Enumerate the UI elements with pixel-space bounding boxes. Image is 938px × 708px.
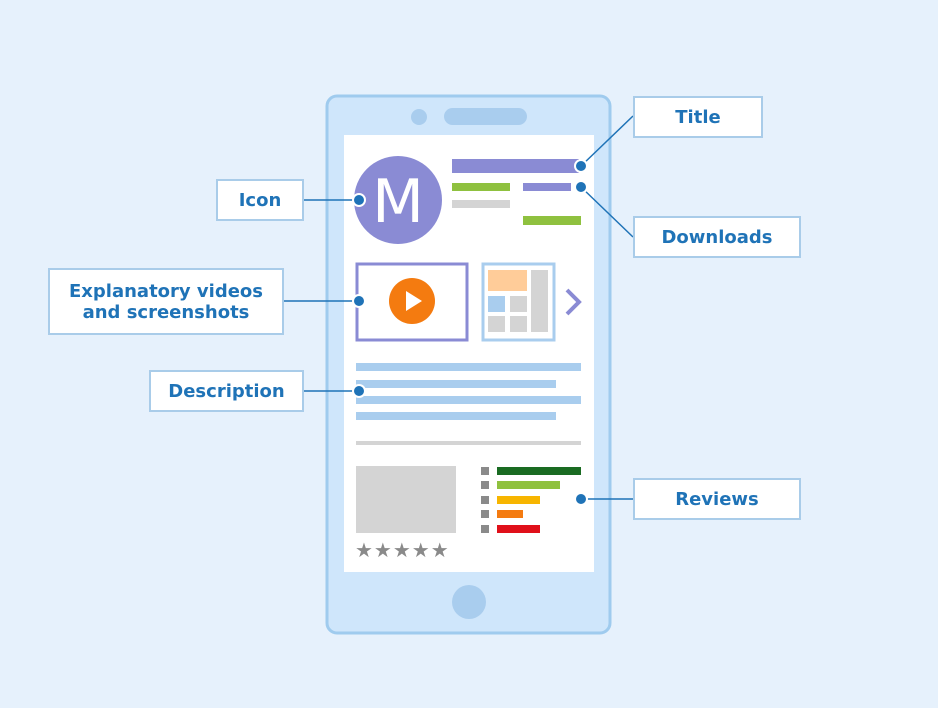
callout-icon: Icon (216, 179, 304, 221)
callout-reviews-text: Reviews (675, 488, 759, 510)
dot-media (352, 294, 366, 308)
review-bar-3 (497, 496, 540, 504)
phone-home-button (452, 585, 486, 619)
screenshot-block-gray-3 (510, 316, 527, 332)
screenshot-block-blue (488, 296, 505, 312)
rating-stars-icon: ★★★★★ (355, 538, 450, 562)
review-row-marker-2 (481, 510, 489, 518)
screenshot-block-sidebar (531, 270, 548, 332)
callout-media-text: Explanatory videos and screenshots (69, 280, 263, 323)
play-triangle-icon (406, 291, 422, 311)
app-icon (354, 156, 442, 244)
phone-speaker (444, 108, 527, 125)
callout-media: Explanatory videos and screenshots (48, 268, 284, 335)
connector-downloads (580, 186, 634, 238)
app-icon-letter: M (372, 167, 424, 237)
callout-reviews: Reviews (633, 478, 801, 520)
downloads-bar (523, 183, 571, 191)
dot-downloads (574, 180, 588, 194)
review-row-marker-5 (481, 467, 489, 475)
description-line-2 (356, 380, 556, 388)
review-row-marker-1 (481, 525, 489, 533)
review-row-marker-3 (481, 496, 489, 504)
callout-description-text: Description (168, 380, 285, 402)
description-line-4 (356, 412, 556, 420)
callout-icon-text: Icon (238, 189, 282, 211)
phone-camera (411, 109, 427, 125)
callout-title: Title (633, 96, 763, 138)
callout-downloads: Downloads (633, 216, 801, 258)
dot-icon (352, 193, 366, 207)
description-line-1 (356, 363, 581, 371)
dot-reviews (574, 492, 588, 506)
callout-downloads-text: Downloads (661, 226, 773, 248)
title-bar (452, 159, 579, 173)
dot-description (352, 384, 366, 398)
review-bar-2 (497, 510, 523, 518)
callout-description: Description (149, 370, 304, 412)
chevron-right-icon (565, 288, 582, 316)
review-bar-5 (497, 467, 581, 475)
subtitle-bar-green (452, 183, 510, 191)
review-bar-1 (497, 525, 540, 533)
install-bar (523, 216, 581, 225)
review-row-marker-4 (481, 481, 489, 489)
callout-title-text: Title (675, 106, 721, 128)
screenshot-block-gray-2 (488, 316, 505, 332)
connector-title (580, 115, 634, 167)
review-image-placeholder (356, 466, 456, 533)
subtitle-bar-gray (452, 200, 510, 208)
description-line-3 (356, 396, 581, 404)
screenshot-block-peach (488, 270, 527, 291)
review-bar-4 (497, 481, 560, 489)
dot-title (574, 159, 588, 173)
screenshot-block-gray-1 (510, 296, 527, 312)
divider (356, 441, 581, 445)
